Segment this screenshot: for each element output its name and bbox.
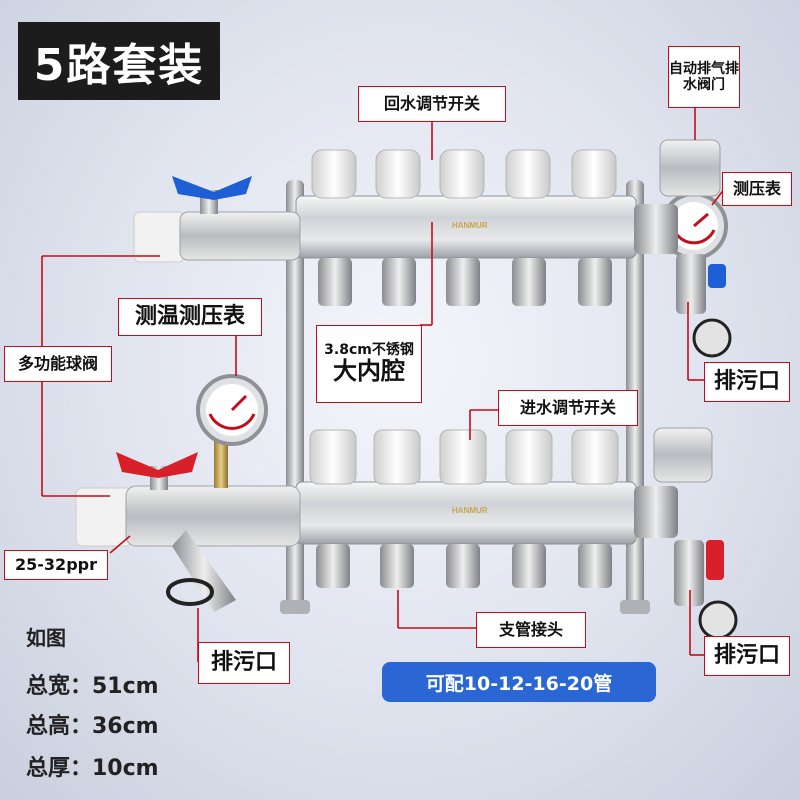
spec-thickness: 总厚：10cm bbox=[26, 756, 159, 781]
page-title: 5路套装 bbox=[18, 22, 220, 100]
temp-pressure-gauge bbox=[196, 374, 268, 488]
label-temp-pressure-gauge: 测温测压表 bbox=[118, 298, 262, 336]
compat-pipe-badge: 可配10-12-16-20管 bbox=[382, 662, 656, 702]
label-stainless-steel: 3.8cm不锈钢 大内腔 bbox=[316, 325, 422, 403]
spec-caption: 如图 bbox=[26, 626, 66, 650]
label-multi-ball-valve: 多功能球阀 bbox=[4, 346, 112, 382]
label-stainless-line2: 大内腔 bbox=[333, 357, 405, 386]
return-adjust-knobs bbox=[311, 149, 617, 199]
label-auto-vent: 自动排气排水阀门 bbox=[668, 46, 740, 108]
label-pressure-gauge: 测压表 bbox=[722, 172, 792, 206]
spec-width: 总宽：51cm bbox=[26, 674, 159, 699]
auto-vent-valve-upper bbox=[634, 139, 732, 358]
label-drain-top: 排污口 bbox=[704, 362, 790, 402]
spec-height: 总高：36cm bbox=[26, 714, 159, 739]
supply-adjust-knobs bbox=[309, 429, 619, 485]
lower-ball-valve bbox=[75, 452, 301, 612]
label-branch-joint: 支管接头 bbox=[476, 612, 586, 648]
auto-vent-valve-lower bbox=[634, 427, 738, 640]
label-pipe-size: 25-32ppr bbox=[4, 550, 108, 580]
brand-logo-upper: HANMUR bbox=[452, 221, 488, 230]
brand-logo-lower: HANMUR bbox=[452, 506, 488, 515]
label-stainless-line1: 3.8cm不锈钢 bbox=[324, 342, 414, 359]
return-outlet-fittings bbox=[318, 258, 612, 306]
upper-ball-valve bbox=[133, 176, 301, 263]
branch-joint-fittings bbox=[316, 544, 612, 588]
label-drain-left: 排污口 bbox=[198, 642, 290, 684]
label-drain-right: 排污口 bbox=[704, 636, 790, 676]
label-supply-valve: 进水调节开关 bbox=[498, 390, 638, 426]
label-return-valve: 回水调节开关 bbox=[358, 86, 506, 122]
